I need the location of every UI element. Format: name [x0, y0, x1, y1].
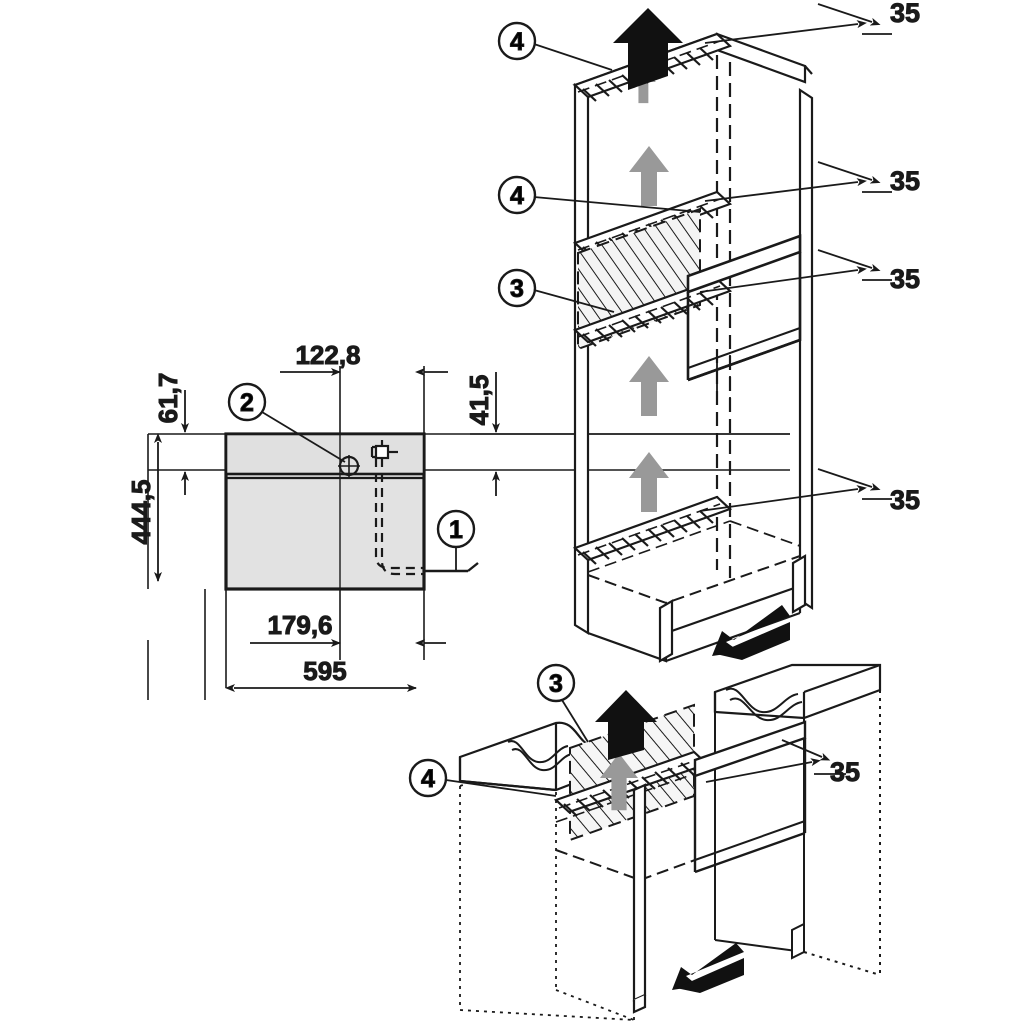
callout-4-top-number: 4 — [510, 28, 524, 56]
airflow-arrow-black-under — [595, 690, 657, 760]
airflow-arrow-black-top — [613, 8, 683, 90]
front-divider-panel — [632, 783, 647, 1014]
insertion-arrow-under — [672, 943, 744, 993]
under-counter-cabinet-view: 35 3 4 — [408, 663, 882, 1021]
vent-gap-below-shelf — [572, 277, 733, 347]
dim-179-6-label: 179,6 — [267, 610, 332, 640]
callout-3-under[interactable] — [536, 663, 589, 743]
insertion-arrow-tall — [712, 605, 790, 660]
callout-1[interactable] — [436, 509, 476, 571]
callout-3-tall[interactable] — [497, 268, 615, 313]
dim-595-label: 595 — [303, 656, 346, 686]
cabinet-base-floor — [587, 555, 801, 605]
front-elevation-view: 595 179,6 122,8 444,5 61,7 — [126, 340, 790, 700]
callout-4-shelf[interactable] — [497, 175, 701, 215]
dim-444-5-label: 444,5 — [126, 479, 156, 544]
socket-symbol — [370, 440, 398, 460]
callout-3-tall-number: 3 — [510, 275, 524, 303]
dim-41-5-label: 41,5 — [464, 375, 494, 426]
gap-label-bottom: 35 — [890, 485, 920, 515]
dim-122-8-label: 122,8 — [295, 340, 360, 370]
callout-4-under[interactable] — [408, 758, 557, 798]
gap-dimension-leader-under — [705, 739, 846, 783]
middle-compartment — [686, 234, 802, 410]
dim-61-7-label: 61,7 — [153, 373, 183, 424]
under-counter-compartment — [555, 720, 807, 881]
right-cabinet-box — [714, 690, 881, 976]
vent-gap-bottom — [572, 495, 801, 573]
callout-1-number: 1 — [449, 516, 463, 544]
dim-41-5 — [470, 372, 790, 496]
callout-4-top[interactable] — [497, 21, 613, 71]
callout-3-under-number: 3 — [549, 670, 563, 698]
worktop-right — [713, 663, 882, 722]
callout-2-number: 2 — [240, 389, 254, 417]
control-panel-strip — [224, 432, 426, 476]
gap-label-upper: 35 — [890, 166, 920, 196]
gap-label-middle: 35 — [890, 264, 920, 294]
gap-dimension-leaders — [699, 3, 892, 512]
vent-gap-under-counter — [553, 750, 710, 823]
cable-routing — [374, 458, 479, 576]
callout-4-under-number: 4 — [421, 765, 435, 793]
callout-2[interactable] — [227, 382, 346, 463]
callout-4-shelf-number: 4 — [510, 182, 524, 210]
tall-cabinet-view: 35 35 35 35 4 4 3 — [497, 0, 921, 663]
gap-label-under-counter: 35 — [830, 757, 860, 787]
gap-label-top: 35 — [890, 0, 920, 28]
